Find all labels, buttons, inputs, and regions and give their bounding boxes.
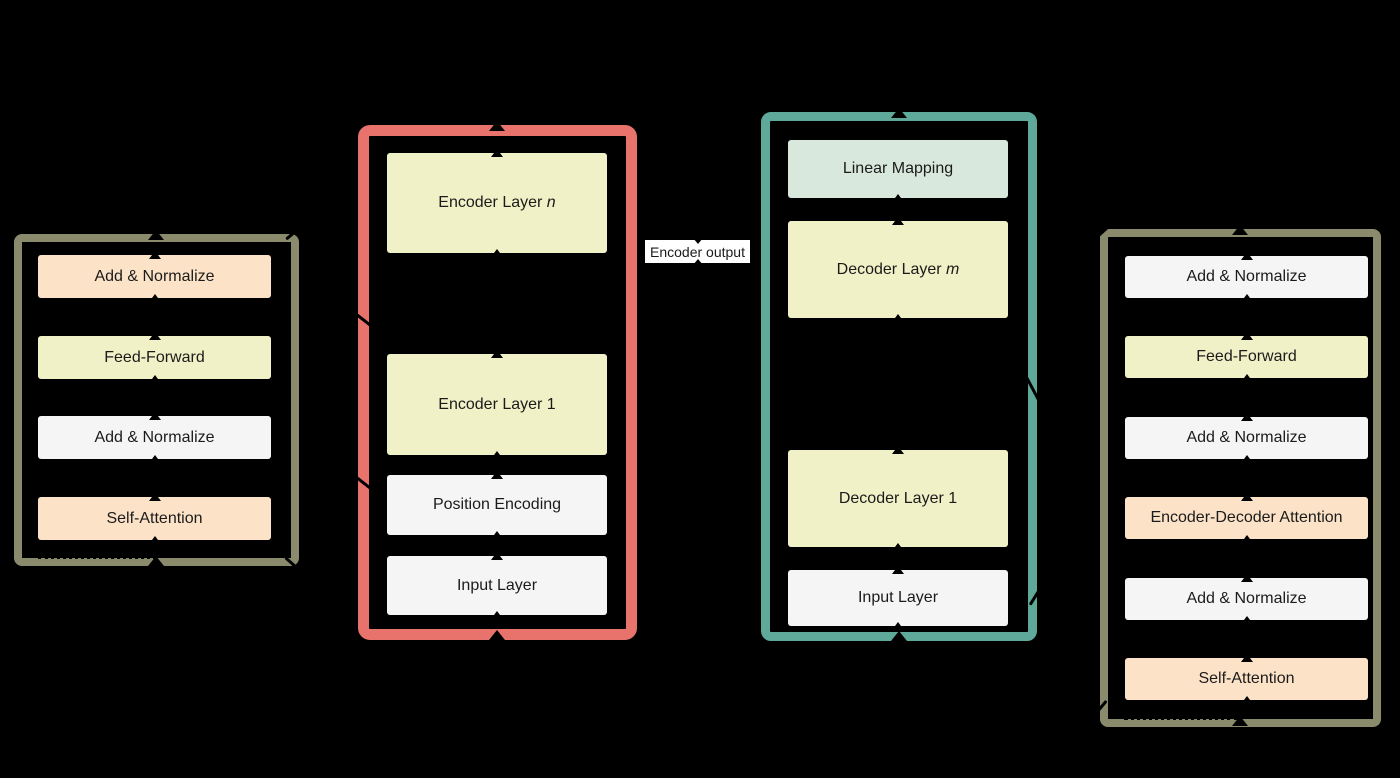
arrow-up-icon bbox=[148, 251, 161, 259]
node-label: Add & Normalize bbox=[94, 428, 215, 446]
decoder-layer-m: Decoder Layer m bbox=[788, 217, 1008, 322]
node-label: Encoder-Decoder Attention bbox=[1150, 509, 1343, 526]
node-label: Position Encoding bbox=[432, 496, 562, 513]
arrow-up-icon bbox=[491, 451, 503, 459]
encoder-layer-1: Encoder Layer 1 bbox=[387, 350, 607, 459]
arrow-up-icon bbox=[892, 314, 904, 322]
encoder-layer-n: Encoder Layer n bbox=[387, 149, 607, 257]
node-label: Add & Normalize bbox=[1186, 429, 1307, 446]
encoder-input-layer: Input Layer bbox=[387, 552, 607, 619]
arrow-up-icon bbox=[491, 249, 503, 257]
arrow-up-icon bbox=[1240, 696, 1253, 704]
arrow-up-icon bbox=[1240, 455, 1253, 463]
arrow-up-icon bbox=[491, 149, 503, 157]
arrow-up-icon bbox=[1240, 616, 1253, 624]
arrow-up-icon bbox=[1240, 493, 1253, 501]
arrow-up-icon bbox=[1240, 252, 1253, 260]
arrow-down-icon bbox=[692, 238, 703, 244]
arrow-up-icon bbox=[491, 350, 503, 358]
decoder-layer-1: Decoder Layer 1 bbox=[788, 446, 1008, 551]
node-label: Decoder Layer m bbox=[836, 260, 960, 278]
encoder-output-text: Encoder output bbox=[650, 243, 745, 260]
node-label: Self-Attention bbox=[1198, 670, 1295, 687]
node-label: Encoder Layer 1 bbox=[438, 395, 556, 413]
detail2-add-normalize-2: Add & Normalize bbox=[1125, 413, 1368, 463]
node-label: Feed-Forward bbox=[1196, 348, 1297, 365]
node-label: Decoder Layer 1 bbox=[838, 489, 958, 507]
arrow-up-icon bbox=[892, 194, 904, 202]
node-label: Encoder Layer n bbox=[438, 194, 556, 211]
arrow-up-icon bbox=[148, 230, 164, 240]
arrow-up-icon bbox=[1240, 374, 1253, 382]
arrow-up-icon bbox=[1240, 294, 1253, 302]
arrow-up-icon bbox=[491, 471, 503, 479]
detail2-encoder-decoder-attention: Encoder-Decoder Attention bbox=[1125, 493, 1368, 543]
detail-add-normalize-1: Add & Normalize bbox=[38, 251, 271, 302]
arrow-up-icon bbox=[892, 543, 904, 551]
detail-self-attention: Self-Attention bbox=[38, 493, 271, 544]
detail2-add-normalize-3: Add & Normalize bbox=[1125, 574, 1368, 624]
arrow-up-icon bbox=[148, 412, 161, 420]
dotted-loop-line bbox=[38, 556, 156, 559]
arrow-up-icon bbox=[148, 455, 161, 463]
arrow-up-icon bbox=[1240, 332, 1253, 340]
decoder-input-layer: Input Layer bbox=[788, 566, 1008, 630]
arrow-up-icon bbox=[148, 332, 161, 340]
arrow-up-icon bbox=[491, 611, 503, 619]
arrow-up-icon bbox=[148, 493, 161, 501]
detail2-add-normalize-1: Add & Normalize bbox=[1125, 252, 1368, 302]
encoder-output-label: Encoder output bbox=[645, 238, 750, 265]
arrow-up-icon bbox=[1240, 413, 1253, 421]
detail-feed-forward: Feed-Forward bbox=[38, 332, 271, 383]
detail2-feed-forward: Feed-Forward bbox=[1125, 332, 1368, 382]
arrow-up-icon bbox=[891, 108, 907, 118]
detail-add-normalize-2: Add & Normalize bbox=[38, 412, 271, 463]
node-label: Add & Normalize bbox=[94, 267, 215, 285]
arrow-up-icon bbox=[892, 217, 904, 225]
arrow-up-icon bbox=[148, 556, 164, 566]
node-label: Add & Normalize bbox=[1186, 268, 1307, 285]
arrow-up-icon bbox=[491, 552, 503, 560]
position-encoding: Position Encoding bbox=[387, 471, 607, 539]
linear-mapping: Linear Mapping bbox=[788, 140, 1008, 202]
arrow-up-icon bbox=[891, 631, 907, 641]
arrow-up-icon bbox=[1240, 535, 1253, 543]
arrow-up-icon bbox=[489, 121, 505, 131]
arrow-up-icon bbox=[892, 446, 904, 454]
node-label: Add & Normalize bbox=[1186, 590, 1307, 607]
arrow-up-icon bbox=[1232, 225, 1248, 235]
node-label: Feed-Forward bbox=[104, 348, 205, 366]
node-label: Input Layer bbox=[857, 589, 939, 606]
arrow-up-icon bbox=[892, 566, 904, 574]
arrow-up-icon bbox=[1240, 574, 1253, 582]
node-label: Self-Attention bbox=[106, 509, 203, 527]
dotted-loop-line bbox=[1124, 717, 1238, 720]
node-label: Input Layer bbox=[456, 576, 538, 594]
arrow-up-icon bbox=[892, 622, 904, 630]
arrow-up-icon bbox=[1232, 716, 1248, 726]
arrow-up-icon bbox=[692, 259, 703, 265]
arrow-up-icon bbox=[148, 375, 161, 383]
node-label: Linear Mapping bbox=[842, 160, 954, 177]
arrow-up-icon bbox=[489, 630, 505, 640]
arrow-up-icon bbox=[491, 531, 503, 539]
detail2-self-attention: Self-Attention bbox=[1125, 654, 1368, 704]
arrow-up-icon bbox=[1240, 654, 1253, 662]
decoder-layer-detail-frame bbox=[1100, 229, 1381, 727]
arrow-up-icon bbox=[148, 294, 161, 302]
arrow-up-icon bbox=[148, 536, 161, 544]
